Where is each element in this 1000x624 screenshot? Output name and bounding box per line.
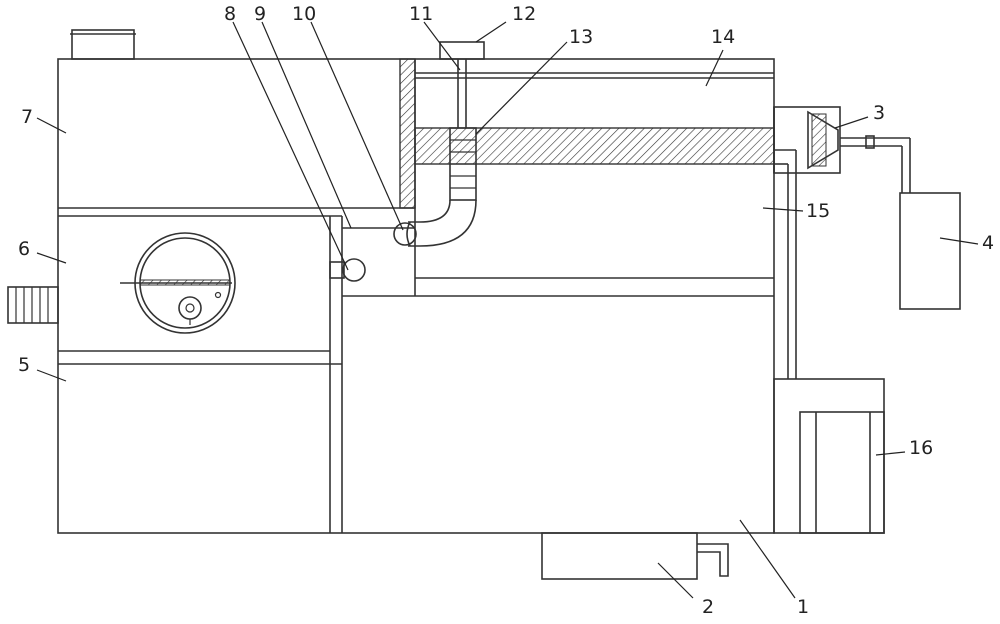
label-16: 16 [909, 437, 933, 459]
label-3: 3 [873, 102, 885, 124]
label-14: 14 [711, 26, 735, 48]
label-15: 15 [806, 200, 830, 222]
exhaust-fan [773, 106, 911, 193]
label-13: 13 [569, 26, 593, 48]
part-labels: 1 2 3 4 5 6 7 8 9 10 11 12 13 14 15 16 [18, 3, 994, 618]
upper-compartment [58, 29, 415, 217]
drive-shaft [439, 41, 485, 128]
label-1: 1 [797, 596, 809, 618]
side-pipes [773, 107, 797, 379]
label-6: 6 [18, 238, 30, 260]
label-9: 9 [254, 3, 266, 25]
partition-wall [399, 58, 416, 209]
side-motor [7, 286, 59, 324]
label-11: 11 [409, 3, 433, 25]
rotary-drum [120, 232, 236, 334]
spray-nozzle-pipe [393, 127, 477, 247]
control-cabinet [773, 378, 885, 534]
collection-box [899, 192, 961, 310]
leader-lines [36, 21, 979, 599]
label-7: 7 [21, 106, 33, 128]
label-2: 2 [702, 596, 714, 618]
label-8: 8 [224, 3, 236, 25]
label-10: 10 [292, 3, 316, 25]
drain-tray [541, 532, 729, 580]
label-5: 5 [18, 354, 30, 376]
reaction-chamber [414, 72, 775, 165]
pipe-fitting [329, 258, 366, 282]
label-12: 12 [512, 3, 536, 25]
label-4: 4 [982, 232, 994, 254]
